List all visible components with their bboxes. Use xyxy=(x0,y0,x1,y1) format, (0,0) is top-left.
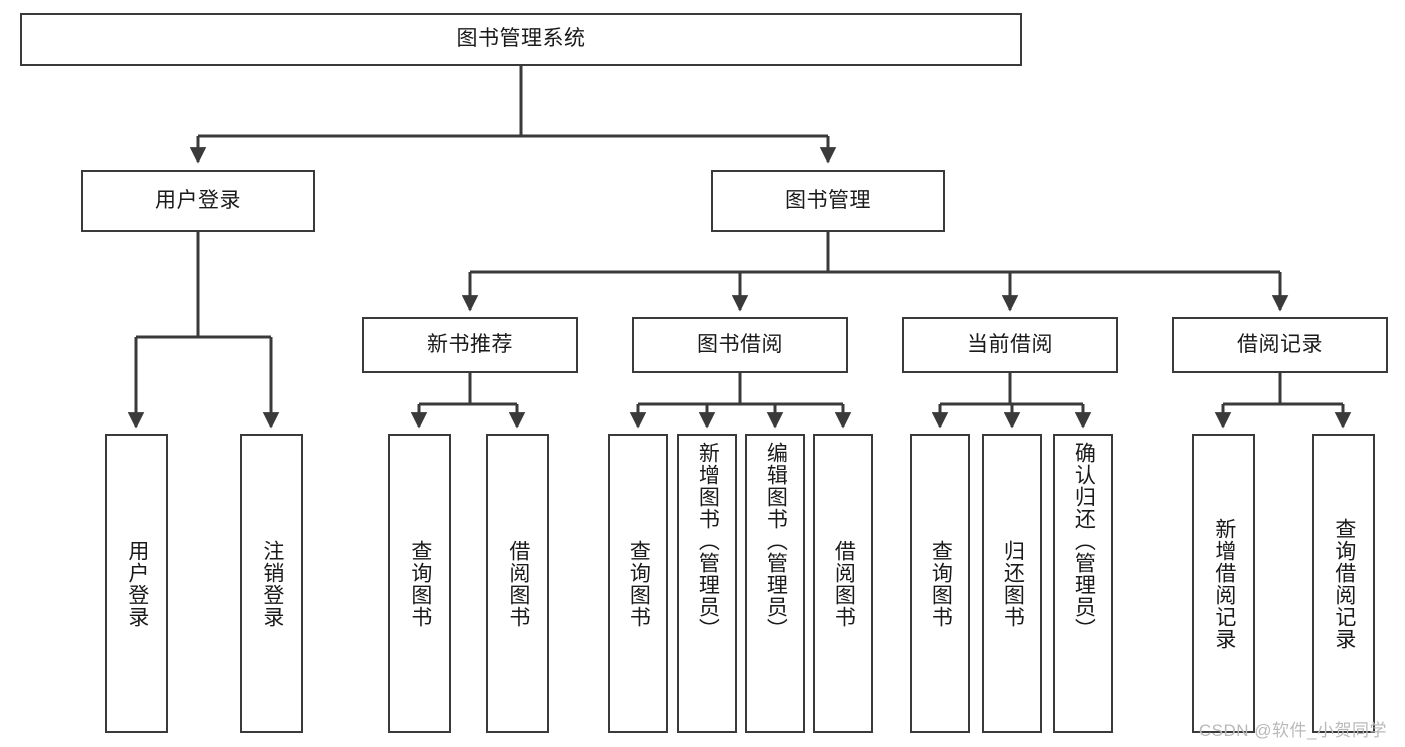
node-leaf-borrow-book[interactable]: 借阅图书 xyxy=(813,434,873,733)
node-leaf-user-login[interactable]: 用户登录 xyxy=(105,434,168,733)
node-new-book-recommend-label: 新书推荐 xyxy=(427,332,513,356)
node-leaf-query-book-borrow-label: 查询图书 xyxy=(627,539,651,628)
node-leaf-query-book-recommend[interactable]: 查询图书 xyxy=(388,434,451,733)
node-borrow-record-label: 借阅记录 xyxy=(1237,332,1323,356)
node-leaf-logout-login[interactable]: 注销登录 xyxy=(240,434,303,733)
node-leaf-confirm-return-admin-label: 确认归还（管理员） xyxy=(1072,442,1096,640)
node-book-manage-label: 图书管理 xyxy=(785,188,871,212)
node-leaf-add-book-admin-label: 新增图书（管理员） xyxy=(696,442,720,640)
node-borrow-record[interactable]: 借阅记录 xyxy=(1172,317,1388,373)
node-leaf-user-login-label: 用户登录 xyxy=(125,539,149,628)
node-leaf-borrow-book-label: 借阅图书 xyxy=(832,539,856,628)
node-user-login[interactable]: 用户登录 xyxy=(81,170,315,232)
node-current-borrow-label: 当前借阅 xyxy=(967,332,1053,356)
node-root-label: 图书管理系统 xyxy=(456,27,586,51)
node-leaf-query-book-current-label: 查询图书 xyxy=(929,539,953,628)
node-leaf-borrow-book-recommend[interactable]: 借阅图书 xyxy=(486,434,549,733)
node-book-borrow-label: 图书借阅 xyxy=(697,332,783,356)
node-leaf-add-book-admin[interactable]: 新增图书（管理员） xyxy=(677,434,737,733)
node-leaf-edit-book-admin-label: 编辑图书（管理员） xyxy=(764,442,788,640)
node-user-login-label: 用户登录 xyxy=(155,188,241,212)
node-leaf-query-borrow-record-label: 查询借阅记录 xyxy=(1332,517,1356,650)
node-leaf-return-book-label: 归还图书 xyxy=(1001,539,1025,628)
node-leaf-logout-login-label: 注销登录 xyxy=(260,539,284,628)
node-leaf-query-book-current[interactable]: 查询图书 xyxy=(910,434,970,733)
node-leaf-edit-book-admin[interactable]: 编辑图书（管理员） xyxy=(745,434,805,733)
node-book-manage[interactable]: 图书管理 xyxy=(711,170,945,232)
node-root[interactable]: 图书管理系统 xyxy=(20,13,1022,66)
node-leaf-add-borrow-record-label: 新增借阅记录 xyxy=(1212,517,1236,650)
node-current-borrow[interactable]: 当前借阅 xyxy=(902,317,1118,373)
node-leaf-query-book-borrow[interactable]: 查询图书 xyxy=(608,434,668,733)
node-leaf-query-borrow-record[interactable]: 查询借阅记录 xyxy=(1312,434,1375,733)
node-leaf-confirm-return-admin[interactable]: 确认归还（管理员） xyxy=(1053,434,1113,733)
node-leaf-query-book-recommend-label: 查询图书 xyxy=(408,539,432,628)
node-book-borrow[interactable]: 图书借阅 xyxy=(632,317,848,373)
node-leaf-add-borrow-record[interactable]: 新增借阅记录 xyxy=(1192,434,1255,733)
node-leaf-return-book[interactable]: 归还图书 xyxy=(982,434,1042,733)
node-leaf-borrow-book-recommend-label: 借阅图书 xyxy=(506,539,530,628)
watermark-text: CSDN @软件_小贺同学 xyxy=(1198,721,1387,740)
node-new-book-recommend[interactable]: 新书推荐 xyxy=(362,317,578,373)
